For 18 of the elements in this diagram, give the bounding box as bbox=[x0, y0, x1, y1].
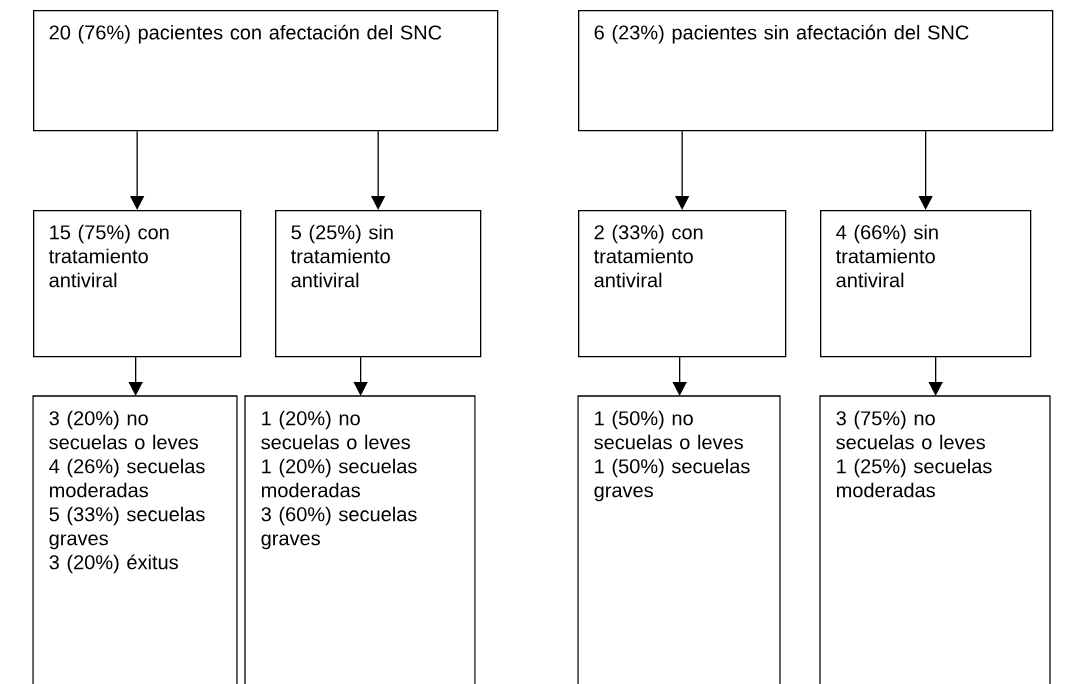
arrow bbox=[672, 356, 687, 396]
process-box: 15 (75%) con tratamiento antiviral bbox=[33, 210, 242, 358]
arrow bbox=[928, 356, 943, 396]
arrow bbox=[128, 356, 143, 396]
result-box: 1 (20%) no secuelas o leves 1 (20%) secuelas moderadas 3 (60%) secuelas graves bbox=[244, 395, 476, 684]
process-box: 6 (23%) pacientes sin afectación del SNC bbox=[578, 10, 1054, 132]
arrow bbox=[130, 130, 145, 210]
result-box: 3 (20%) no secuelas o leves 4 (26%) secuelas moderadas 5 (33%) secuelas graves 3 (20%) éxitus bbox=[32, 395, 238, 684]
arrow bbox=[371, 130, 386, 210]
arrow bbox=[675, 130, 690, 210]
result-box: 1 (50%) no secuelas o leves 1 (50%) secuelas graves bbox=[577, 395, 781, 684]
process-box: 5 (25%) sin tratamiento antiviral bbox=[275, 210, 482, 358]
arrow bbox=[353, 356, 368, 396]
process-box: 20 (76%) pacientes con afectación del SNC bbox=[33, 10, 499, 132]
arrow bbox=[918, 130, 933, 210]
result-box: 3 (75%) no secuelas o leves 1 (25%) secuelas moderadas bbox=[819, 395, 1051, 684]
process-box: 2 (33%) con tratamiento antiviral bbox=[578, 210, 787, 358]
process-box: 4 (66%) sin tratamiento antiviral bbox=[820, 210, 1032, 358]
